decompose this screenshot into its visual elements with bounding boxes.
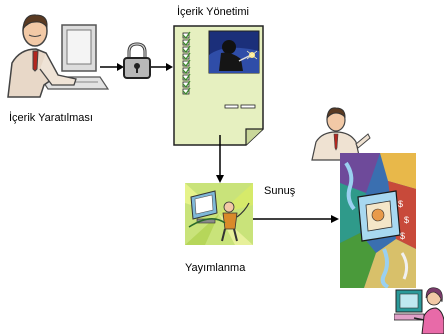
creator-icon: [0, 5, 110, 100]
label-content-creation: İçerik Yaratılması: [9, 112, 93, 124]
label-publishing: Yayımlanma: [185, 262, 246, 274]
label-presentation: Sunuş: [264, 185, 296, 197]
label-content-management: İçerik Yönetimi: [177, 6, 249, 18]
presentation-collage-icon: $ $ $: [340, 153, 416, 288]
arrow-publishing-to-presentation: [253, 214, 339, 224]
arrow-creator-to-lock: [100, 62, 124, 72]
svg-text:$: $: [398, 199, 403, 209]
arrow-document-to-publishing: [215, 135, 225, 183]
svg-text:$: $: [400, 231, 405, 241]
padlock-icon: [122, 42, 152, 80]
publishing-clipart-icon: [185, 183, 253, 245]
arrow-lock-to-document: [151, 62, 173, 72]
woman-at-computer-icon: [394, 280, 444, 334]
svg-text:$: $: [404, 215, 409, 225]
checklist-document-icon: [173, 25, 265, 146]
